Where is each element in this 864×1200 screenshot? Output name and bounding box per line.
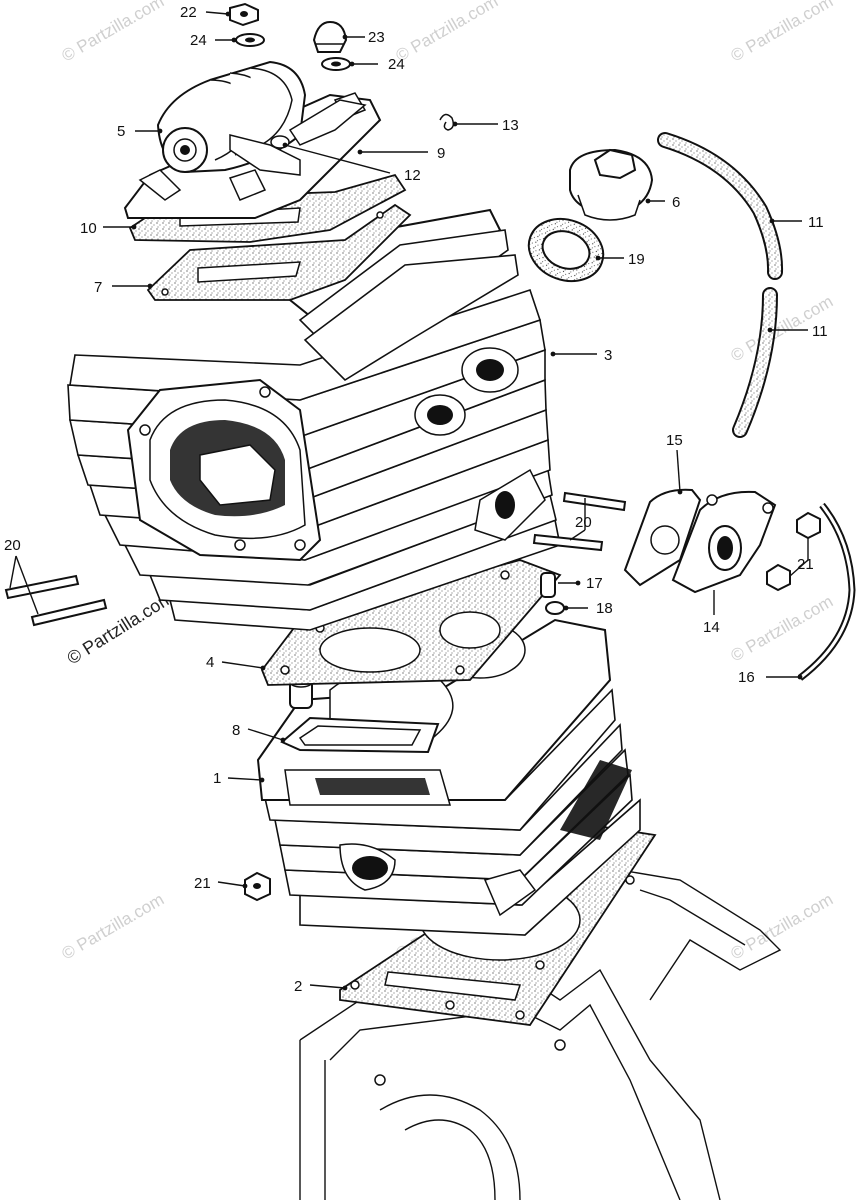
callout-21: 21 bbox=[194, 875, 211, 892]
callout-24: 24 bbox=[190, 32, 207, 49]
callout-7: 7 bbox=[94, 279, 102, 296]
callout-9: 9 bbox=[437, 145, 445, 162]
callout-19: 19 bbox=[628, 251, 645, 268]
nuts-21-right bbox=[766, 511, 821, 592]
callout-1: 1 bbox=[213, 770, 221, 787]
callout-20: 20 bbox=[575, 514, 592, 531]
nut-22 bbox=[229, 2, 259, 27]
callout-6: 6 bbox=[672, 194, 680, 211]
callout-2: 2 bbox=[294, 978, 302, 995]
leader-lines bbox=[9, 11, 809, 989]
watermark: © Partzilla.com bbox=[728, 890, 837, 964]
callout-21: 21 bbox=[797, 556, 814, 573]
callout-15: 15 bbox=[666, 432, 683, 449]
tube-16 bbox=[797, 502, 856, 681]
insulator-gasket bbox=[623, 488, 702, 587]
callout-3: 3 bbox=[604, 347, 612, 364]
callout-labels: 22 24 23 24 5 13 9 12 6 11 10 19 7 11 3 … bbox=[4, 4, 828, 995]
watermark: © Partzilla.com bbox=[728, 0, 837, 65]
rocker-cover bbox=[123, 60, 382, 219]
breather-tube-lower bbox=[732, 287, 778, 438]
callout-22: 22 bbox=[180, 4, 197, 21]
watermark: © Partzilla.com bbox=[393, 0, 502, 65]
dowel-17 bbox=[540, 572, 556, 598]
studs-right bbox=[532, 491, 627, 552]
watermark: © Partzilla.com bbox=[59, 890, 168, 964]
leader-dots bbox=[131, 11, 803, 991]
callout-24: 24 bbox=[388, 56, 405, 73]
head-gasket bbox=[260, 559, 562, 686]
callout-13: 13 bbox=[502, 117, 519, 134]
callout-8: 8 bbox=[232, 722, 240, 739]
oil-filler-cap bbox=[569, 148, 654, 221]
callout-17: 17 bbox=[586, 575, 603, 592]
rocker-gasket bbox=[146, 203, 412, 301]
clip-13 bbox=[439, 113, 455, 131]
callout-23: 23 bbox=[368, 29, 385, 46]
watermark: © Partzilla.com bbox=[59, 0, 168, 65]
callout-20: 20 bbox=[4, 537, 21, 554]
callout-18: 18 bbox=[596, 600, 613, 617]
washer-24a bbox=[235, 33, 265, 47]
carb-insulator bbox=[671, 490, 777, 594]
breather-tube-upper bbox=[657, 132, 784, 280]
callout-10: 10 bbox=[80, 220, 97, 237]
exhaust-gasket bbox=[280, 716, 440, 754]
nut-21-left bbox=[244, 871, 271, 902]
callout-11: 11 bbox=[812, 323, 828, 340]
o-ring-19 bbox=[527, 217, 605, 283]
callout-4: 4 bbox=[206, 654, 214, 671]
callout-14: 14 bbox=[703, 619, 720, 636]
washer-24b bbox=[321, 57, 351, 71]
callout-5: 5 bbox=[117, 123, 125, 140]
cap-nut-23 bbox=[312, 20, 348, 53]
o-ring-18 bbox=[545, 601, 565, 615]
studs-left bbox=[4, 574, 108, 627]
cylinder-head bbox=[67, 208, 561, 631]
watermark: © Partzilla.com bbox=[728, 592, 837, 666]
callout-11: 11 bbox=[808, 214, 824, 231]
callout-12: 12 bbox=[404, 167, 421, 184]
callout-16: 16 bbox=[738, 669, 755, 686]
